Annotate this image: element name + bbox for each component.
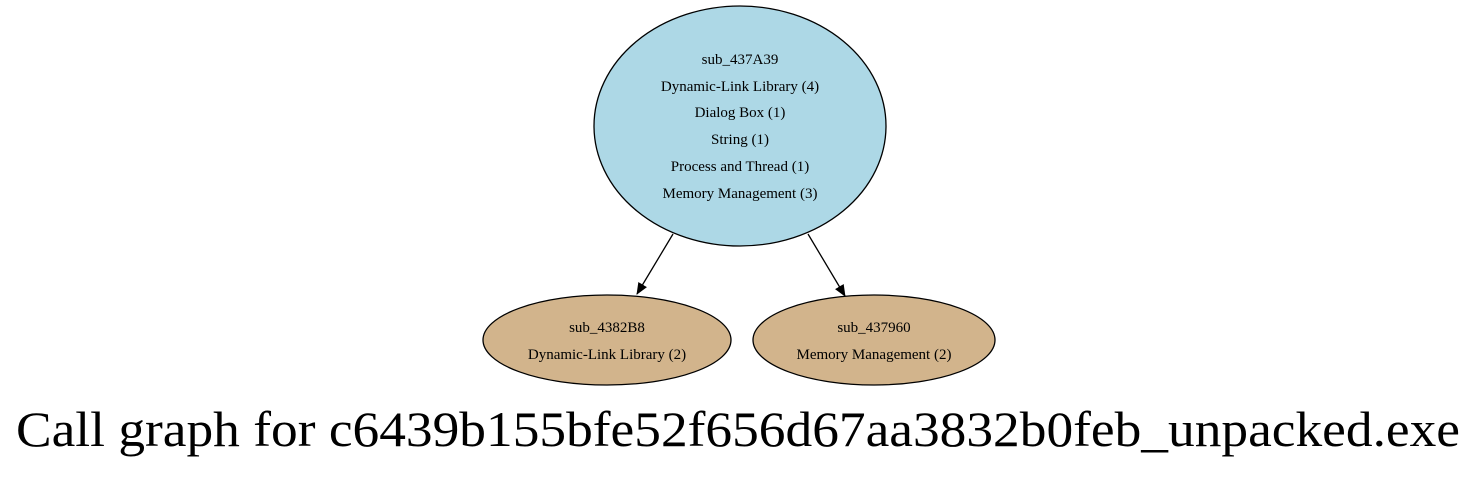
node-sub_4382B8-label: sub_4382B8	[569, 320, 645, 336]
edges	[636, 233, 846, 297]
node-sub_437A39-string-count: String (1)	[711, 132, 769, 148]
node-sub_437A39-dialog-count: Dialog Box (1)	[695, 105, 786, 121]
node-sub_437960-label: sub_437960	[837, 320, 910, 336]
node-sub_437A39-process-count: Process and Thread (1)	[671, 159, 809, 175]
node-sub_437A39-shape	[593, 5, 887, 247]
node-sub_437A39-label: sub_437A39	[702, 52, 779, 68]
node-sub_437A39-memory-count: Memory Management (3)	[663, 186, 818, 202]
node-sub_437A39[interactable]: sub_437A39 Dynamic-Link Library (4) Dial…	[593, 5, 887, 247]
node-sub_437A39-dll-count: Dynamic-Link Library (4)	[661, 79, 819, 95]
node-sub_4382B8[interactable]: sub_4382B8 Dynamic-Link Library (2)	[482, 294, 732, 386]
edge-sub_437A39-to-sub_437960	[807, 233, 846, 297]
node-sub_437960-shape	[752, 294, 996, 386]
node-sub_437960[interactable]: sub_437960 Memory Management (2)	[752, 294, 996, 386]
node-sub_437960-memory-count: Memory Management (2)	[797, 347, 952, 363]
graph-title: Call graph for c6439b155bfe52f656d67aa38…	[16, 401, 1460, 457]
node-sub_4382B8-shape	[482, 294, 732, 386]
node-sub_4382B8-dll-count: Dynamic-Link Library (2)	[528, 347, 686, 363]
edge-sub_437A39-to-sub_4382B8	[636, 233, 674, 295]
